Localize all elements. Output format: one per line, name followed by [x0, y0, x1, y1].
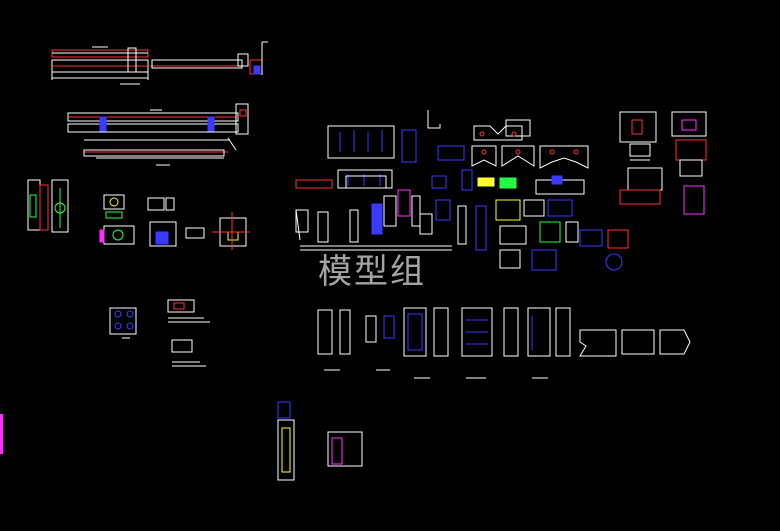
- long-rail-elevation-top: [51, 41, 268, 85]
- cabinet-corner-detail: [277, 401, 363, 481]
- small-hardware-details-left: [99, 194, 250, 339]
- hinge-plate-details: [167, 299, 210, 367]
- magenta-marker-left: [0, 414, 3, 454]
- long-rail-elevation-middle: [67, 103, 249, 166]
- parts-sheet-center: [295, 110, 629, 271]
- hinge-details-right: [619, 111, 707, 215]
- side-bracket-section: [27, 179, 69, 233]
- panel-elevations-bottom: [317, 307, 691, 379]
- watermark-text: 模型组: [318, 252, 426, 292]
